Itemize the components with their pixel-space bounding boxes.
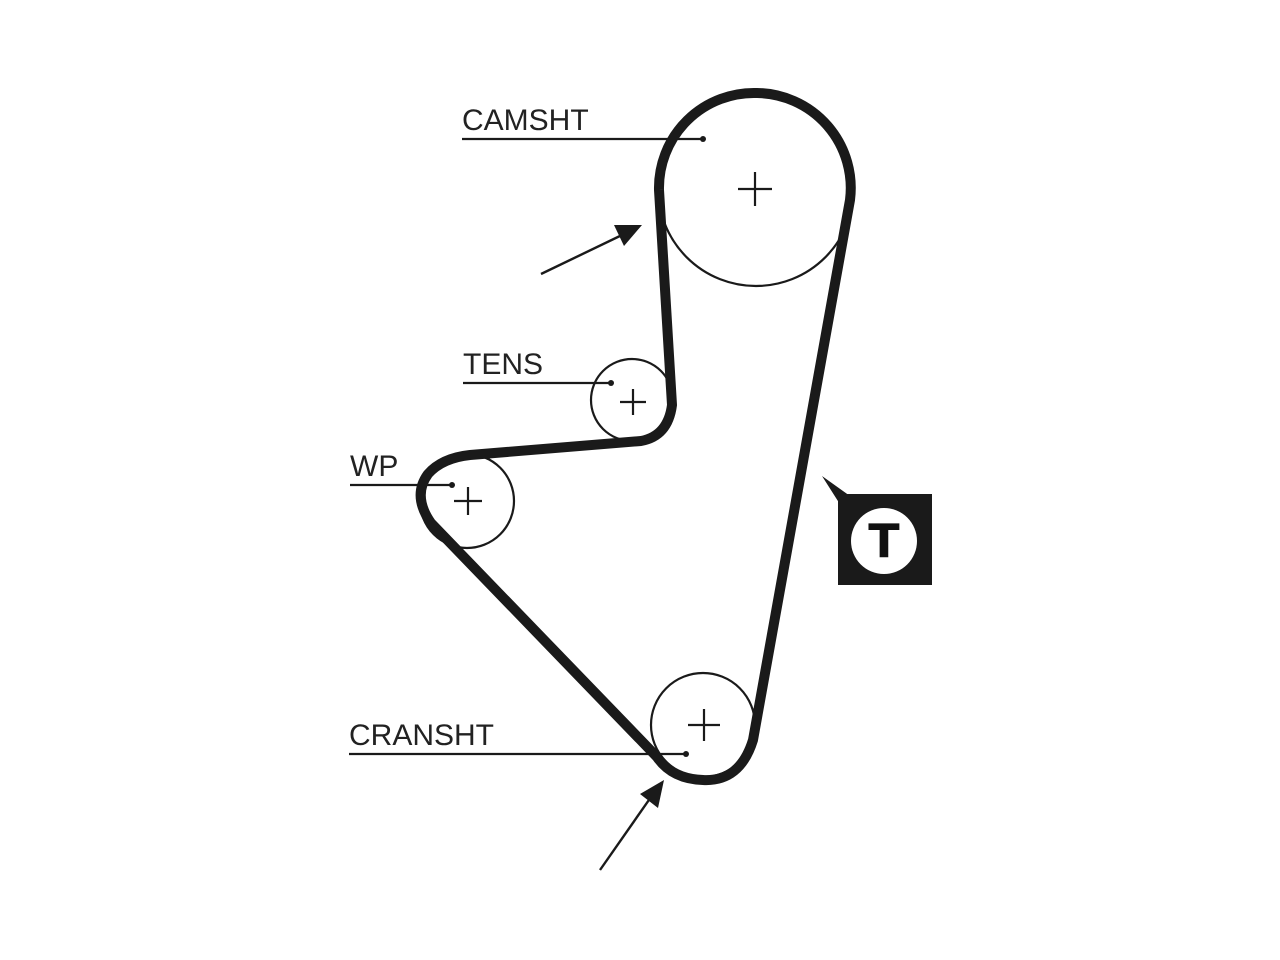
tensioner-label: TENS <box>463 348 543 381</box>
water-pump-label: WP <box>350 450 398 483</box>
labels: CAMSHT TENS WP CRANSHT <box>349 104 589 752</box>
tension-badge: T <box>822 476 932 585</box>
camshaft-center-cross-icon <box>738 172 772 206</box>
tension-badge-letter: T <box>868 514 900 568</box>
camshaft-leader <box>462 136 706 142</box>
water-pump-center-cross-icon <box>454 487 482 515</box>
camshaft-label: CAMSHT <box>462 104 589 137</box>
pulley-centers <box>454 172 772 741</box>
upper-arrow-icon <box>540 225 642 276</box>
timing-belt <box>415 87 856 786</box>
crankshaft-center-cross-icon <box>688 709 720 741</box>
pulleys <box>418 88 856 779</box>
lower-arrow-icon <box>599 780 664 871</box>
crankshaft-label: CRANSHT <box>349 719 494 752</box>
crankshaft-leader <box>349 751 689 757</box>
tensioner-center-cross-icon <box>620 389 646 415</box>
leader-lines <box>349 136 706 757</box>
water-pump-leader <box>350 482 455 488</box>
tensioner-leader <box>463 380 614 386</box>
rotation-arrows <box>540 225 664 871</box>
